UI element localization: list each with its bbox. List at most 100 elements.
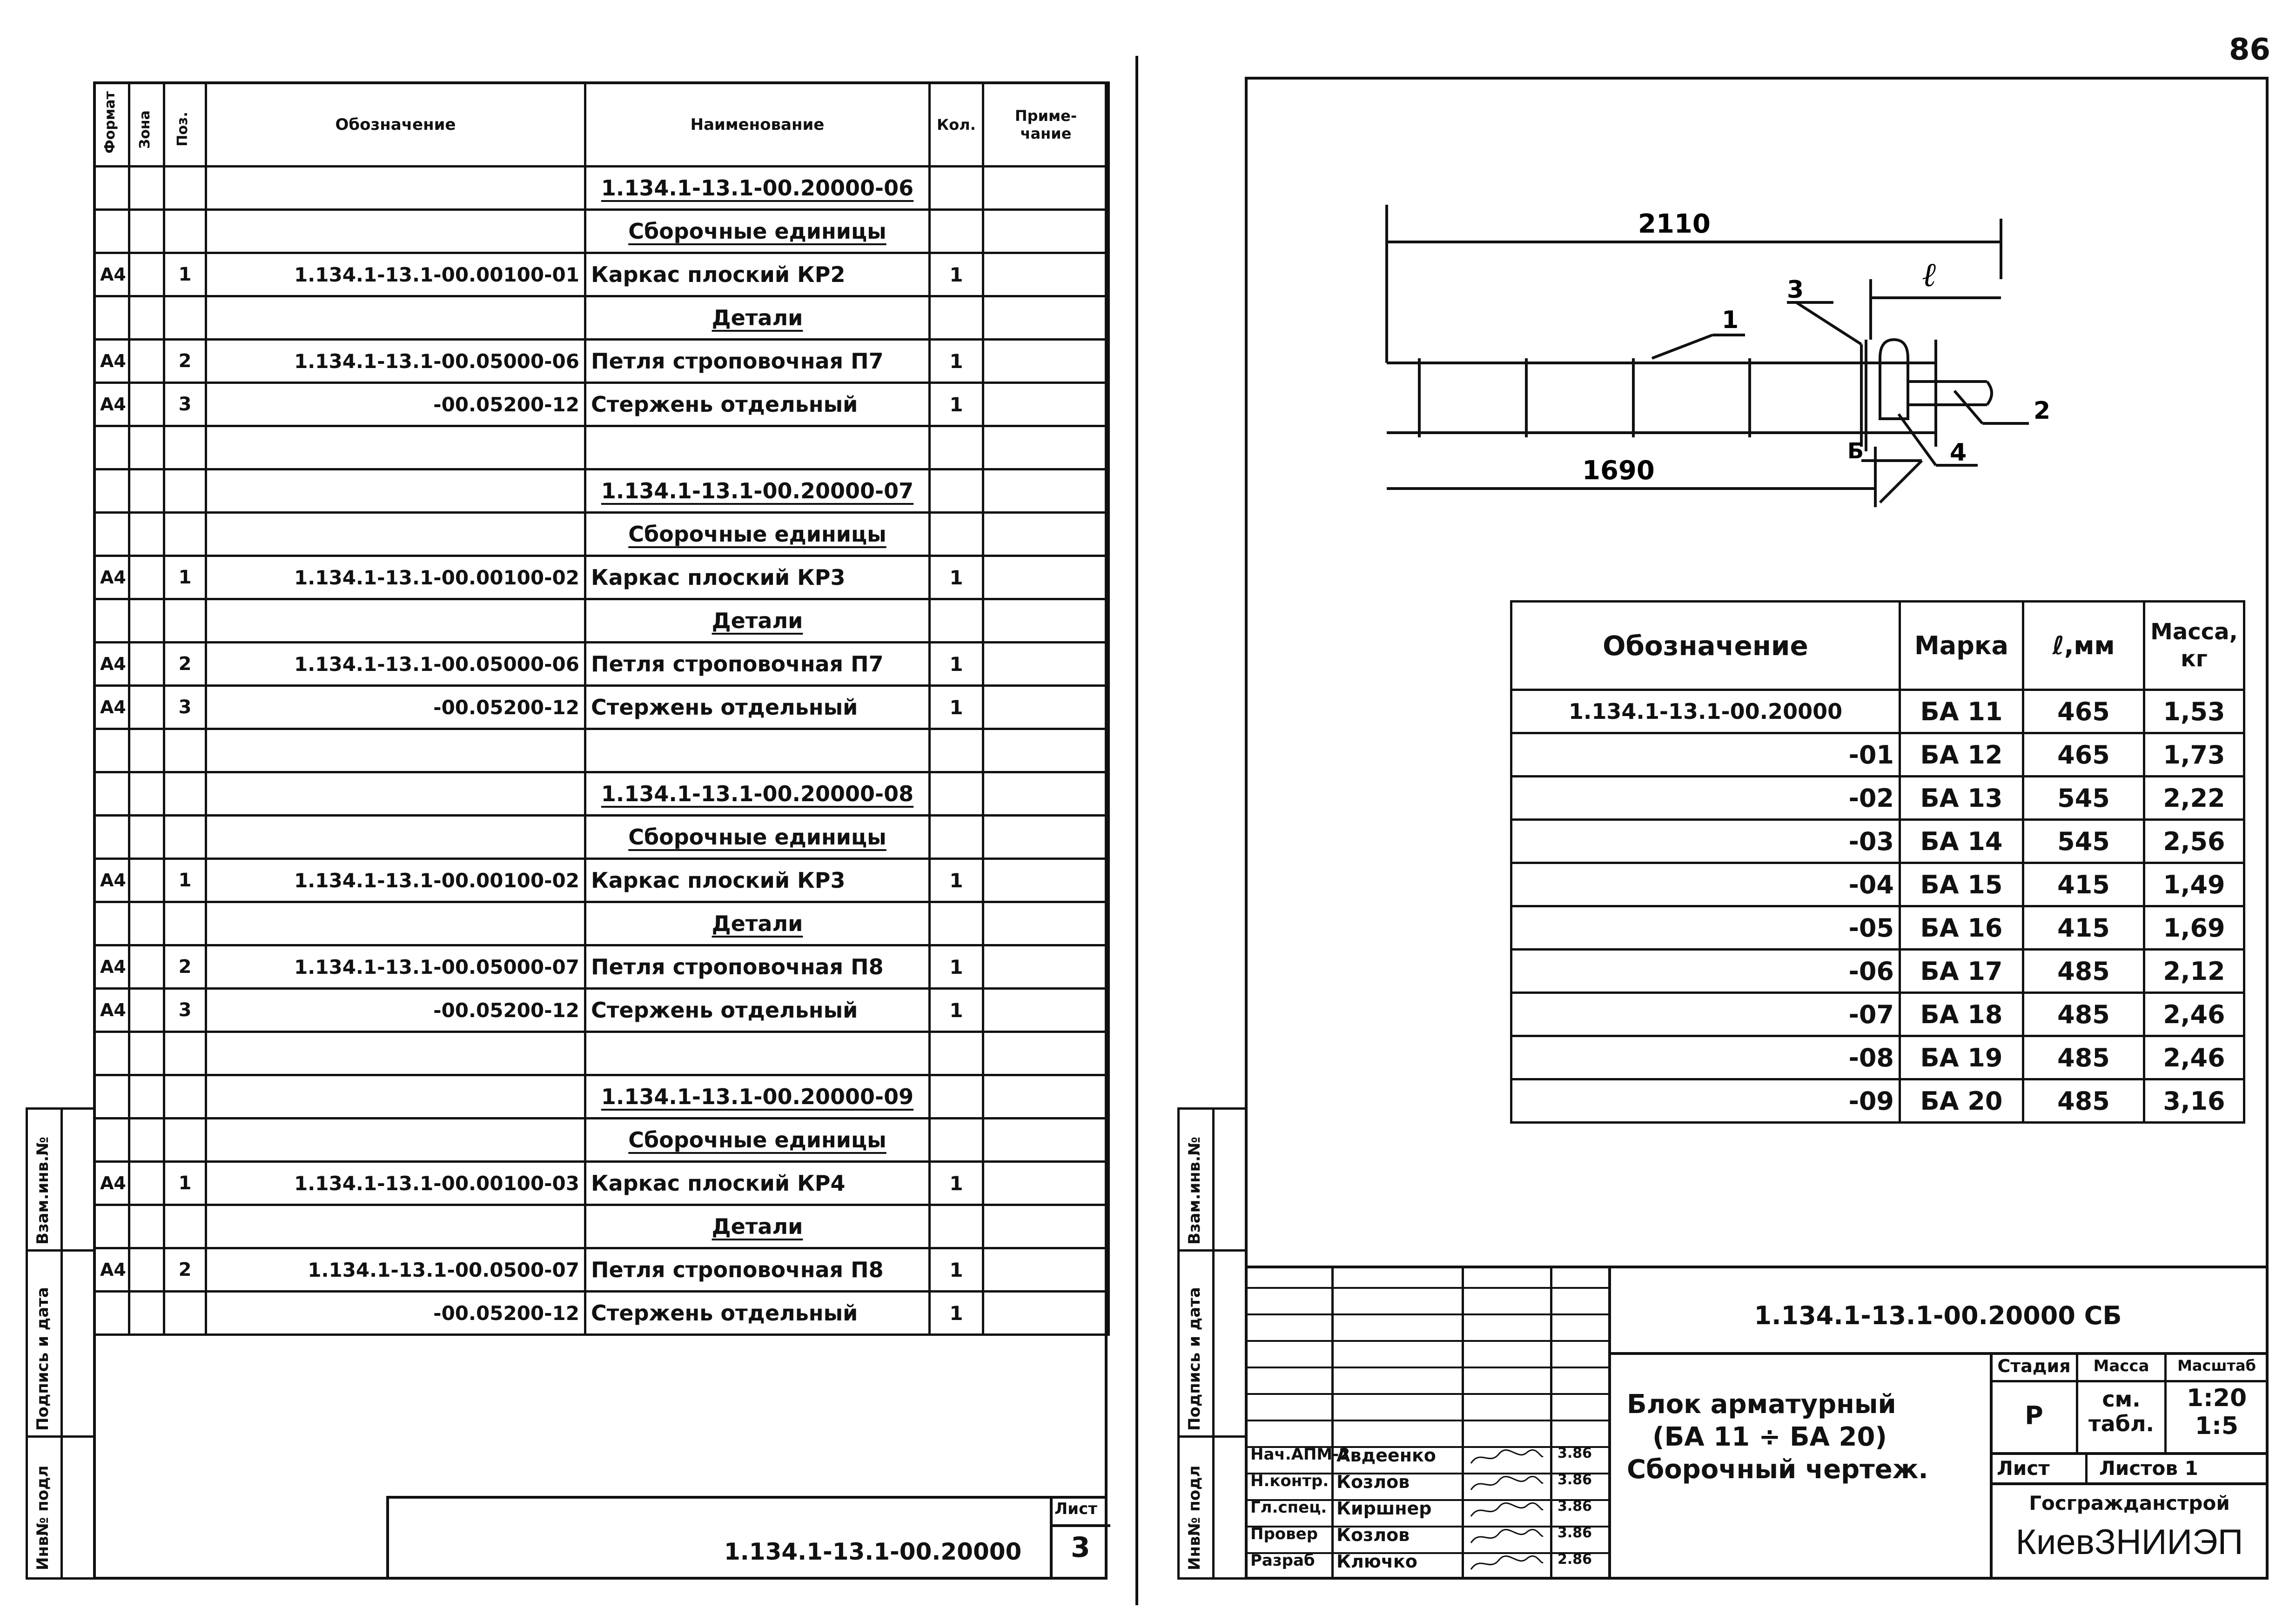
spec-qty-cell: 1: [928, 382, 984, 427]
spec-designation-cell: [205, 1031, 586, 1076]
mark-mass-cell: 1,73: [2143, 732, 2245, 777]
spec-designation-cell: -00.05200-12: [205, 684, 586, 730]
mark-designation-cell: -03: [1510, 818, 1901, 864]
spec-qty-cell: 1: [928, 338, 984, 384]
spec-qty-cell: [928, 208, 984, 254]
title-block-code: 1.134.1-13.1-00.20000 СБ: [1754, 1301, 2122, 1330]
spec-zone-cell: [128, 814, 165, 860]
spec-name-cell: 1.134.1-13.1-00.20000-08: [584, 771, 931, 817]
mark-designation-cell: 1.134.1-13.1-00.20000: [1510, 689, 1901, 734]
mark-mass-cell: 1,49: [2143, 862, 2245, 907]
col-zone-header: Зона: [137, 110, 153, 149]
spec-pos-cell: 2: [163, 1247, 207, 1293]
spec-row: [93, 1031, 1110, 1076]
mark-l-cell: 485: [2022, 948, 2145, 994]
spec-designation-cell: [205, 728, 586, 773]
spec-name-cell: Каркас плоский КР3: [584, 858, 931, 903]
spec-zone-cell: [128, 1117, 165, 1163]
spec-designation-cell: [205, 814, 586, 860]
mark-designation-cell: -01: [1510, 732, 1901, 777]
col-designation-header: Обозначение: [205, 81, 586, 168]
spec-designation-cell: [205, 1074, 586, 1119]
spec-pos-cell: [163, 901, 207, 946]
spec-name-cell: Детали: [584, 901, 931, 946]
mark-mark-cell: БА 15: [1899, 862, 2024, 907]
left-stamp-sheet-label: Лист: [1054, 1500, 1097, 1518]
spec-format-cell: [93, 425, 130, 470]
spec-qty-cell: 1: [928, 858, 984, 903]
spec-note-cell: [982, 684, 1110, 730]
mark-mark-cell: БА 18: [1899, 992, 2024, 1037]
spec-pos-cell: [163, 208, 207, 254]
mark-designation-cell: -08: [1510, 1035, 1901, 1080]
spec-qty-cell: 1: [928, 252, 984, 297]
spec-note-cell: [982, 641, 1110, 687]
spec-designation-cell: [205, 165, 586, 211]
spec-qty-cell: [928, 598, 984, 643]
spec-name-cell: Сборочные единицы: [584, 814, 931, 860]
spec-designation-cell: [205, 511, 586, 557]
mark-l-cell: 415: [2022, 862, 2145, 907]
spec-note-cell: [982, 814, 1110, 860]
spec-zone-cell: [128, 555, 165, 600]
spec-name-cell: Сборочные единицы: [584, 1117, 931, 1163]
spec-zone-cell: [128, 858, 165, 903]
spec-note-cell: [982, 987, 1110, 1033]
spec-note-cell: [982, 382, 1110, 427]
spec-name-cell: [584, 425, 931, 470]
spec-note-cell: [982, 598, 1110, 643]
spec-pos-cell: [163, 425, 207, 470]
spec-row: [93, 728, 1110, 773]
spec-row: Сборочные единицы: [93, 208, 1110, 254]
stage-label: Стадия: [1997, 1356, 2071, 1376]
spec-pos-cell: [163, 1204, 207, 1249]
spec-note-cell: [982, 425, 1110, 470]
spec-qty-cell: [928, 1074, 984, 1119]
mark-col-mark: Марка: [1899, 600, 2024, 691]
spec-row: Сборочные единицы: [93, 814, 1110, 860]
mark-l-cell: 465: [2022, 732, 2145, 777]
mark-mass-cell: 1,69: [2143, 905, 2245, 951]
tb-date-cell: 3.86: [1558, 1472, 1592, 1488]
spec-name-cell: Петля строповочная П8: [584, 1247, 931, 1293]
spec-name-cell: Детали: [584, 295, 931, 341]
spec-pos-cell: 1: [163, 1160, 207, 1206]
signature-scribble: [1466, 1553, 1545, 1576]
spec-pos-cell: [163, 295, 207, 341]
tb-name-cell: Козлов: [1336, 1472, 1410, 1492]
mark-l-cell: 465: [2022, 689, 2145, 734]
spec-format-cell: А4: [93, 684, 130, 730]
spec-qty-cell: 1: [928, 641, 984, 687]
right-side-strip: Инв№ подл Подпись и дата Взам.инв.№: [1177, 1107, 1247, 1580]
spec-zone-cell: [128, 425, 165, 470]
spec-pos-cell: 3: [163, 382, 207, 427]
col-note-header: Приме- чание: [982, 81, 1110, 168]
spec-designation-cell: 1.134.1-13.1-00.05000-06: [205, 338, 586, 384]
spec-row: Детали: [93, 295, 1110, 341]
tb-name-cell: Авдеенко: [1336, 1445, 1436, 1466]
spec-designation-cell: [205, 901, 586, 946]
left-inv-label: Инв№ подл: [34, 1465, 52, 1570]
spec-format-cell: А4: [93, 641, 130, 687]
mark-mark-cell: БА 19: [1899, 1035, 2024, 1080]
spec-note-cell: [982, 555, 1110, 600]
stage-value: Р: [2025, 1401, 2043, 1430]
sheet-label: Лист: [1997, 1457, 2050, 1480]
spec-qty-cell: [928, 511, 984, 557]
callout-2: 2: [2034, 397, 2050, 425]
spec-qty-cell: 1: [928, 1160, 984, 1206]
mark-mark-cell: БА 16: [1899, 905, 2024, 951]
left-sign-label: Подпись и дата: [34, 1287, 52, 1431]
spec-name-cell: Стержень отдельный: [584, 684, 931, 730]
spec-note-cell: [982, 468, 1110, 514]
mark-mark-cell: БА 13: [1899, 775, 2024, 821]
spec-zone-cell: [128, 1247, 165, 1293]
scale-label: Масштаб: [2177, 1357, 2256, 1374]
mark-mark-cell: БА 11: [1899, 689, 2024, 734]
spec-row: 1.134.1-13.1-00.20000-09: [93, 1074, 1110, 1119]
